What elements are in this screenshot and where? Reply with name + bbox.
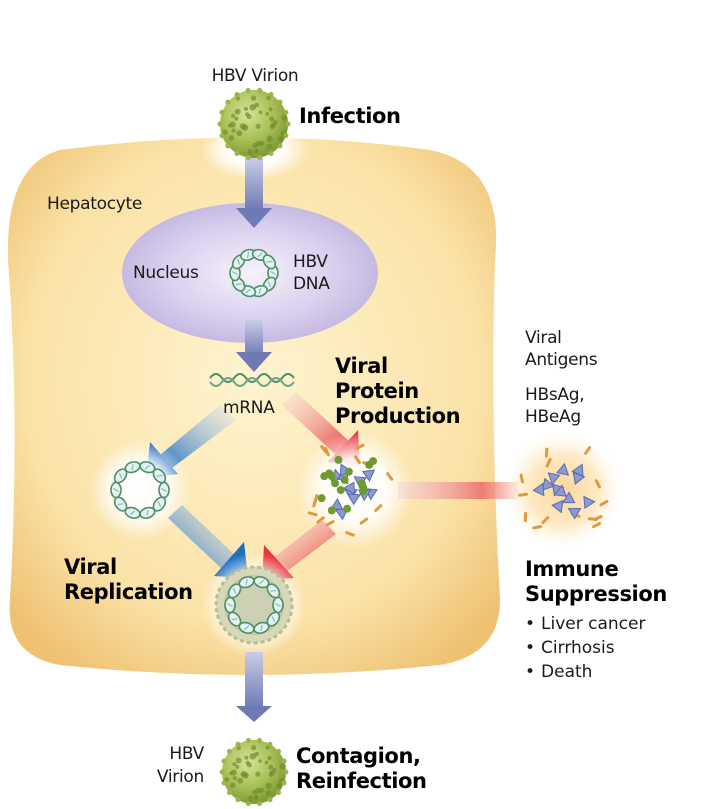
protein-rod bbox=[355, 443, 365, 450]
label-hbv-dna-1: HBV bbox=[293, 252, 328, 272]
protein-dot bbox=[343, 504, 352, 513]
label-viral-protein-2: Protein bbox=[335, 379, 419, 403]
label-viral-antigens-2: Antigens bbox=[525, 350, 598, 370]
antigen-triangle bbox=[567, 507, 582, 520]
protein-rod bbox=[354, 455, 361, 465]
label-immune-1: Immune bbox=[525, 557, 619, 581]
label-mrna: mRNA bbox=[223, 398, 275, 418]
protein-rod bbox=[545, 458, 552, 468]
label-viral-protein-1: Viral bbox=[335, 354, 388, 378]
arrow-infection bbox=[236, 158, 272, 228]
outcome-item: Cirrhosis bbox=[525, 636, 645, 660]
label-viral-protein-3: Production bbox=[335, 404, 461, 428]
label-hbv-virion-top: HBV Virion bbox=[211, 66, 299, 86]
antigen-triangle bbox=[547, 472, 561, 486]
label-immune-2: Suppression bbox=[525, 582, 667, 606]
hbv-dna-ring-icon bbox=[229, 248, 279, 298]
protein-dot bbox=[357, 479, 366, 488]
antigen-triangle bbox=[342, 481, 356, 495]
antigen-triangle bbox=[541, 477, 555, 491]
hbv-virion-top-icon bbox=[217, 88, 291, 160]
arrow-release bbox=[236, 652, 272, 722]
dna-glow bbox=[90, 440, 190, 540]
protein-dot bbox=[334, 455, 343, 464]
outcome-item: Death bbox=[525, 660, 645, 684]
protein-rod bbox=[593, 515, 603, 521]
antigen-triangle bbox=[571, 463, 584, 477]
protein-rod bbox=[592, 521, 602, 529]
hbv-virion-bottom-icon bbox=[219, 737, 289, 807]
protein-rod bbox=[594, 479, 601, 489]
protein-rod bbox=[316, 516, 325, 524]
label-viral-replication-2: Replication bbox=[64, 580, 193, 604]
protein-dot bbox=[336, 486, 345, 495]
protein-rod bbox=[374, 504, 383, 512]
protein-rod bbox=[307, 511, 318, 517]
antigen-triangle bbox=[551, 499, 564, 514]
protein-rod bbox=[359, 517, 369, 525]
arrow-transcription bbox=[236, 320, 272, 372]
replicating-dna-ring-icon bbox=[110, 461, 170, 519]
protein-dot bbox=[365, 460, 374, 469]
protein-rod bbox=[324, 446, 330, 457]
label-hbeag: HBeAg bbox=[525, 407, 581, 427]
protein-rod bbox=[541, 515, 550, 525]
protein-dot bbox=[317, 494, 326, 503]
protein-rod bbox=[519, 473, 524, 484]
viral-protein-cluster-icon bbox=[307, 443, 394, 537]
protein-rod bbox=[584, 446, 592, 455]
antigen-triangle bbox=[330, 497, 344, 510]
protein-dot bbox=[340, 475, 349, 484]
protein-rod bbox=[518, 492, 528, 497]
outcomes-list: Liver cancer Cirrhosis Death bbox=[525, 612, 645, 684]
mrna-strand-icon bbox=[209, 373, 295, 387]
antigen-triangle bbox=[562, 491, 576, 504]
protein-rod bbox=[325, 520, 335, 527]
assembled-capsid-icon bbox=[214, 565, 294, 645]
antigen-triangle bbox=[532, 482, 545, 497]
antigen-triangle bbox=[583, 495, 596, 510]
antigen-triangle bbox=[553, 484, 568, 497]
label-contagion: Contagion, bbox=[296, 744, 421, 768]
protein-rod bbox=[599, 499, 609, 507]
viral-antigens-cluster-icon bbox=[518, 446, 609, 530]
label-infection: Infection bbox=[299, 104, 401, 128]
protein-rod bbox=[544, 447, 549, 458]
protein-dot bbox=[359, 486, 368, 495]
protein-dot bbox=[325, 469, 334, 478]
label-nucleus: Nucleus bbox=[133, 263, 199, 283]
label-hbsag: HBsAg, bbox=[525, 385, 585, 405]
antigen-triangle bbox=[361, 469, 376, 483]
protein-dot bbox=[327, 506, 336, 515]
label-viral-replication-1: Viral bbox=[64, 555, 117, 579]
protein-rod bbox=[523, 512, 528, 523]
outcome-item: Liver cancer bbox=[525, 612, 645, 636]
protein-rod bbox=[345, 531, 355, 537]
label-hbv-virion-bottom-1: HBV bbox=[169, 744, 204, 764]
label-hepatocyte: Hepatocyte bbox=[47, 194, 143, 214]
label-hbv-virion-bottom-2: Virion bbox=[156, 767, 204, 787]
nucleus bbox=[122, 203, 378, 343]
antigen-triangle bbox=[347, 493, 362, 506]
protein-dot bbox=[344, 467, 353, 476]
secretion-bar bbox=[398, 482, 518, 499]
protein-rod bbox=[386, 472, 394, 481]
label-viral-antigens-1: Viral bbox=[525, 328, 562, 348]
protein-rod bbox=[532, 525, 543, 530]
protein-rod bbox=[312, 497, 318, 508]
antigen-triangle bbox=[556, 462, 570, 476]
label-hbv-dna-2: DNA bbox=[293, 274, 330, 294]
label-reinfection: Reinfection bbox=[296, 769, 427, 793]
protein-dot bbox=[331, 479, 340, 488]
